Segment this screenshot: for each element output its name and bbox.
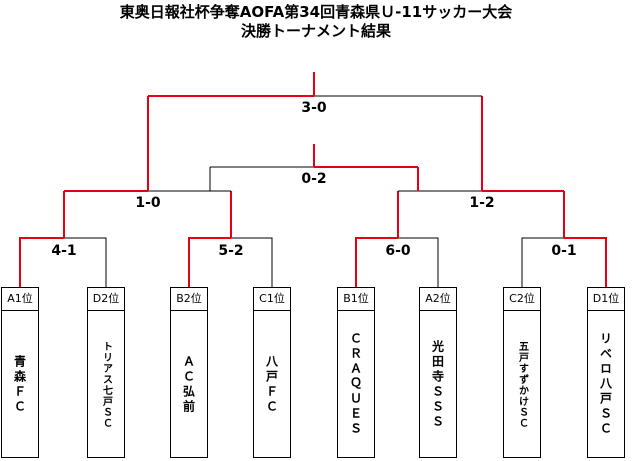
qf3-loser-line [398,237,439,287]
qf1-lines [19,191,107,287]
sf1-score: 1-0 [135,195,161,211]
qf3-lines [355,191,439,287]
team-box-a1: A1位 青森ＦＣ [1,287,39,458]
team-name: 光田寺ＳＳＳ [430,339,445,430]
qf3-winner-line [355,237,398,287]
team-seed: B1位 [338,288,374,311]
team-name: 八戸ＦＣ [264,354,279,415]
team-box-c2: C2位 五戸すずかけＳＣ [503,287,541,458]
team-box-d1: D1位 リベロ八戸ＳＣ [587,287,625,458]
team-name: ＡＣ弘前 [181,354,196,415]
qf2-lines [188,191,273,287]
team-box-b2: B2位 ＡＣ弘前 [170,287,208,458]
team-name: ＣＲＡＱＵＥＳ [348,332,363,437]
qf4-score: 0-1 [551,243,577,259]
team-seed: D2位 [88,288,124,311]
team-name: 青森ＦＣ [12,354,27,415]
team-box-b1: B1位 ＣＲＡＱＵＥＳ [337,287,375,458]
team-name: トリアス七戸ＳＣ [100,340,112,429]
qf4-winner-line [564,237,607,287]
final-lines [148,72,482,97]
team-seed: A1位 [2,288,38,311]
qf2-winner-line [188,237,231,287]
team-box-a2: A2位 光田寺ＳＳＳ [419,287,457,458]
team-name: リベロ八戸ＳＣ [598,332,613,437]
team-box-c1: C1位 八戸ＦＣ [253,287,291,458]
team-box-d2: D2位 トリアス七戸ＳＣ [87,287,125,458]
team-seed: C2位 [504,288,540,311]
sf2-lines [398,96,564,192]
third-place-lines [210,144,418,168]
tournament-title: 東奥日報社杯争奪AOFA第34回青森県Ｕ-11サッカー大会 [119,3,513,21]
qf2-loser-line [231,237,273,287]
team-seed: C1位 [254,288,290,311]
qf3-score: 6-0 [385,243,411,259]
sf1-lines [64,96,231,192]
tournament-subtitle: 決勝トーナメント結果 [240,22,391,40]
qf1-score: 4-1 [51,243,77,259]
qf4-loser-line [521,237,564,287]
qf2-score: 5-2 [218,243,244,259]
qf1-loser-line [64,237,107,287]
final-score: 3-0 [301,100,327,116]
qf1-winner-line [19,237,64,287]
team-name: 五戸すずかけＳＣ [516,340,528,429]
team-seed: B2位 [171,288,207,311]
qf4-lines [521,191,607,287]
sf2-score: 1-2 [469,195,495,211]
team-seed: D1位 [588,288,624,311]
team-seed: A2位 [420,288,456,311]
third-place-score: 0-2 [301,171,327,187]
